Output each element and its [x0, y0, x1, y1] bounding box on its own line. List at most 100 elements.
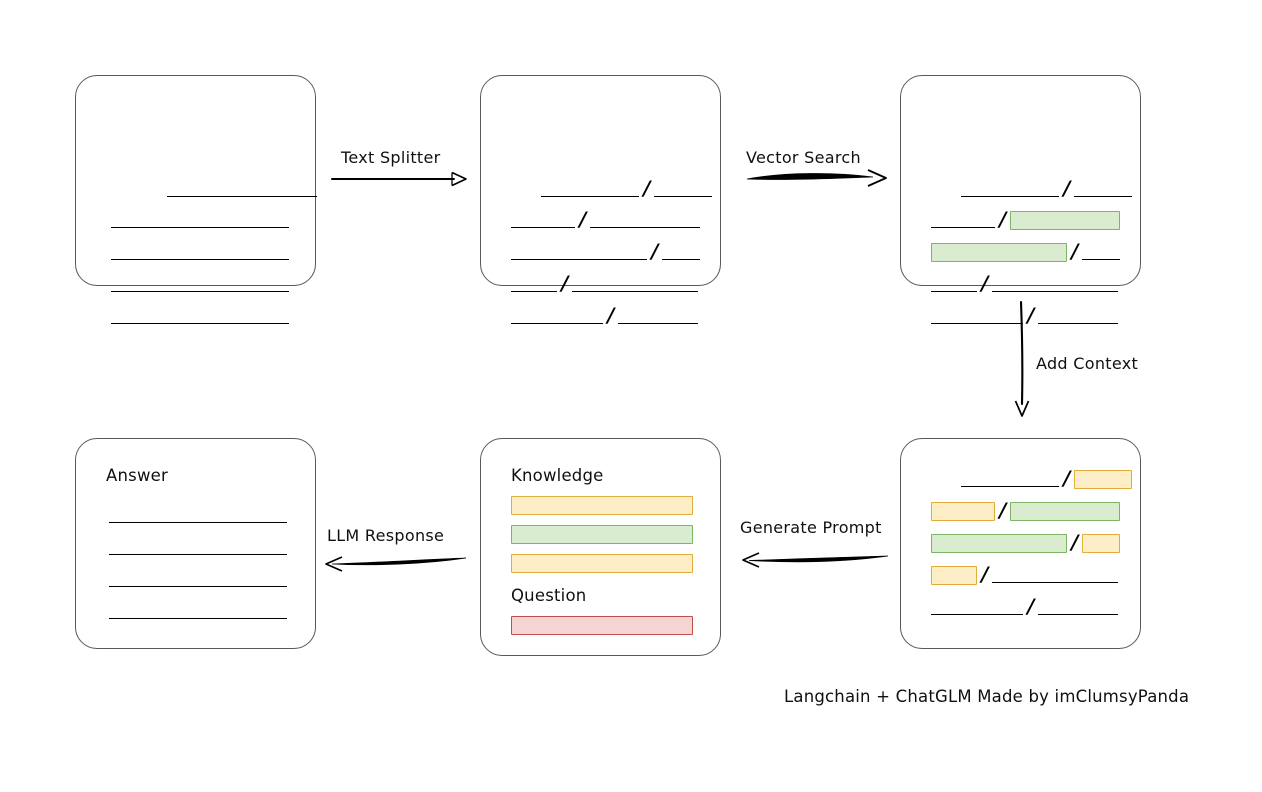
chunk-segment-right-highlight-yellow — [1074, 469, 1133, 489]
document-line — [111, 306, 289, 326]
answer-line — [109, 505, 287, 525]
chunk-separator: / — [1071, 530, 1079, 554]
chunk-separator: / — [579, 207, 587, 231]
line-segment — [167, 179, 317, 199]
chunk-segment-right — [1082, 242, 1121, 262]
question-bar-red — [511, 615, 693, 635]
context-added-box[interactable]: / / / / / — [900, 438, 1141, 649]
knowledge-bar-green — [511, 524, 693, 544]
document-line — [111, 274, 289, 294]
chunk-segment-right-highlight-green — [1010, 501, 1121, 521]
document-line — [111, 179, 317, 199]
vector-matches-box[interactable]: / / / / / — [900, 75, 1141, 325]
chunk-segment-right — [1038, 306, 1119, 326]
chunk-segment-left — [511, 242, 647, 262]
chunk-separator: / — [651, 239, 659, 263]
chunk-segment-right-highlight-yellow — [1082, 533, 1121, 553]
answer-line — [109, 569, 287, 589]
chunk-segment-left-highlight-yellow — [931, 501, 995, 521]
chunk-separator: / — [643, 176, 651, 200]
chunk-separator: / — [561, 271, 569, 295]
line-segment — [111, 274, 289, 294]
chunk-row: / — [931, 239, 1121, 263]
chunk-row: / — [931, 303, 1119, 327]
line-segment — [109, 505, 287, 525]
chunk-row: / — [511, 239, 701, 263]
knowledge-bar-row — [511, 524, 693, 544]
chunk-segment-left — [931, 597, 1023, 617]
chunk-segment-left-highlight-yellow — [931, 565, 977, 585]
arrow-add-context — [1014, 300, 1030, 417]
line-segment — [111, 210, 289, 230]
knowledge-label: Knowledge — [511, 466, 604, 485]
chunk-row: / — [931, 498, 1121, 522]
chunk-separator: / — [1027, 303, 1035, 327]
knowledge-bar-row — [511, 495, 693, 515]
arrow-text-splitter — [331, 171, 467, 187]
chunk-segment-right — [618, 306, 699, 326]
chunk-separator: / — [1063, 466, 1071, 490]
chunk-segment-left-highlight-green — [931, 533, 1067, 553]
prompt-box[interactable]: Knowledge Question — [480, 438, 721, 656]
edge-label-generate-prompt: Generate Prompt — [740, 518, 882, 537]
knowledge-bar-row — [511, 553, 693, 573]
chunk-segment-right — [572, 274, 699, 294]
chunk-segment-left-highlight-green — [931, 242, 1067, 262]
edge-label-add-context: Add Context — [1036, 354, 1139, 373]
chunk-row: / — [931, 562, 1119, 586]
chunk-separator: / — [1071, 239, 1079, 263]
edge-label-llm-response: LLM Response — [327, 526, 445, 545]
line-segment — [109, 569, 287, 589]
edge-label-text-splitter: Text Splitter — [341, 148, 441, 167]
chunk-separator: / — [607, 303, 615, 327]
chunk-segment-right — [590, 210, 701, 230]
chunk-segment-left — [511, 210, 575, 230]
document-line — [111, 242, 289, 262]
chunk-segment-right — [662, 242, 701, 262]
answer-line — [109, 537, 287, 557]
chunk-row: / — [511, 271, 699, 295]
chunk-segment-right — [992, 565, 1119, 585]
split-chunks-box[interactable]: / / / / / — [480, 75, 721, 325]
chunk-separator: / — [1027, 594, 1035, 618]
chunk-segment-right — [992, 274, 1119, 294]
knowledge-bar-yellow — [511, 495, 693, 515]
document-line — [111, 210, 289, 230]
chunk-segment-left — [931, 274, 977, 294]
chunk-row: / — [931, 530, 1121, 554]
arrow-generate-prompt — [742, 552, 889, 568]
chunk-row: / — [511, 303, 699, 327]
line-segment — [111, 242, 289, 262]
line-segment — [111, 306, 289, 326]
chunk-segment-left — [931, 306, 1023, 326]
chunk-segment-left — [961, 469, 1059, 489]
chunk-separator: / — [999, 498, 1007, 522]
chunk-separator: / — [981, 271, 989, 295]
footer-credit: Langchain + ChatGLM Made by imClumsyPand… — [784, 687, 1190, 706]
line-segment — [109, 601, 287, 621]
arrow-llm-response — [325, 556, 467, 572]
answer-box[interactable]: Answer — [75, 438, 316, 649]
chunk-row: / — [931, 466, 1133, 490]
answer-label: Answer — [106, 466, 168, 485]
line-segment — [109, 537, 287, 557]
chunk-segment-left — [541, 179, 639, 199]
chunk-row: / — [511, 207, 701, 231]
question-bar-row — [511, 615, 693, 635]
source-document-box[interactable] — [75, 75, 317, 324]
knowledge-bar-yellow — [511, 553, 693, 573]
chunk-segment-right — [654, 179, 713, 199]
chunk-segment-right — [1074, 179, 1133, 199]
chunk-separator: / — [1063, 176, 1071, 200]
arrow-vector-search — [746, 169, 887, 187]
chunk-segment-right — [1038, 597, 1119, 617]
chunk-row: / — [511, 176, 713, 200]
chunk-segment-left — [961, 179, 1059, 199]
chunk-row: / — [931, 594, 1119, 618]
chunk-separator: / — [981, 562, 989, 586]
answer-line — [109, 601, 287, 621]
chunk-row: / — [931, 271, 1119, 295]
chunk-segment-left — [931, 210, 995, 230]
chunk-segment-left — [511, 306, 603, 326]
